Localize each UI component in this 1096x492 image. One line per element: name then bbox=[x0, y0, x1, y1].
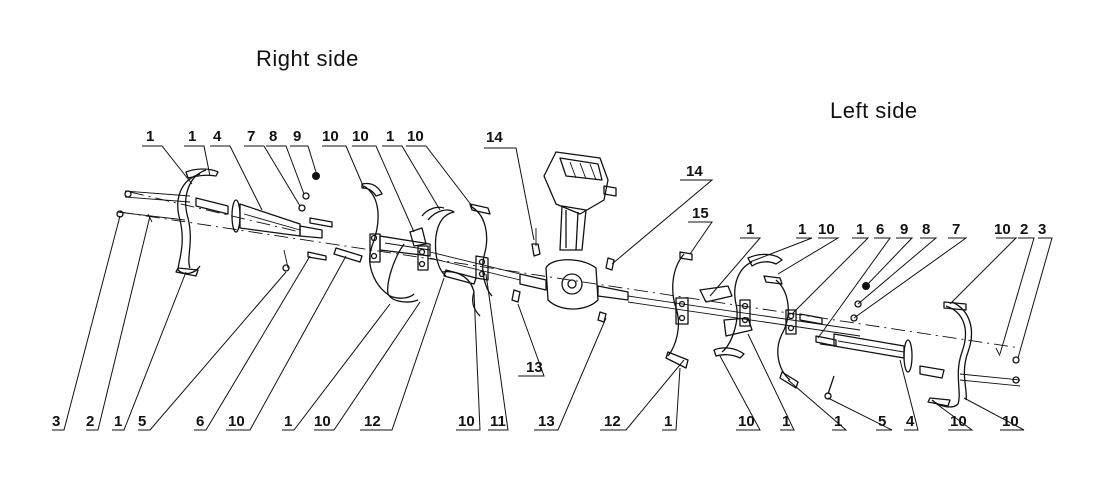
right-tine-assembly bbox=[116, 168, 521, 317]
callout: 1 bbox=[188, 128, 196, 145]
right-lock-pins bbox=[282, 172, 333, 272]
callout: 10 bbox=[994, 221, 1011, 238]
right-outer-tines bbox=[175, 168, 229, 277]
right-middle-tines bbox=[333, 182, 455, 303]
left-outer-tube bbox=[819, 333, 913, 373]
callout: 1 bbox=[782, 413, 790, 430]
callout: 1 bbox=[114, 413, 122, 430]
leader-lines bbox=[52, 145, 1053, 431]
callout: 1 bbox=[856, 221, 864, 238]
callout: 11 bbox=[490, 413, 506, 430]
callout: 10 bbox=[1002, 413, 1019, 430]
shaft-centerline bbox=[119, 191, 1021, 349]
callout: 10 bbox=[352, 128, 369, 145]
callout: 8 bbox=[922, 221, 930, 238]
callout: 6 bbox=[196, 413, 204, 430]
callout-numbers-top-right-side: 1 1 4 7 8 9 10 10 1 10 14 bbox=[146, 128, 503, 146]
callout: 2 bbox=[1020, 221, 1028, 238]
callout: 3 bbox=[1038, 221, 1046, 238]
callout: 14 bbox=[686, 163, 703, 180]
right-outer-tube bbox=[231, 199, 323, 239]
callout: 4 bbox=[906, 413, 915, 430]
callout: 7 bbox=[952, 221, 960, 238]
callout: 10 bbox=[950, 413, 967, 430]
callout: 1 bbox=[284, 413, 292, 430]
callout: 4 bbox=[213, 128, 222, 145]
callout: 1 bbox=[386, 128, 394, 145]
callout: 1 bbox=[146, 128, 154, 145]
callout: 7 bbox=[247, 128, 255, 145]
callout: 10 bbox=[738, 413, 755, 430]
callout: 10 bbox=[407, 128, 424, 145]
callout: 10 bbox=[228, 413, 245, 430]
callout: 8 bbox=[269, 128, 277, 145]
left-lock-pins bbox=[815, 282, 870, 400]
right-inner-tines bbox=[429, 203, 521, 317]
callout: 1 bbox=[664, 413, 672, 430]
callout: 10 bbox=[458, 413, 475, 430]
callout: 1 bbox=[834, 413, 842, 430]
left-end-bolts bbox=[959, 347, 1021, 387]
callout-numbers-bottom-right-side: 3 2 1 5 6 10 1 10 12 10 11 13 bbox=[52, 413, 555, 430]
callout: 9 bbox=[900, 221, 908, 238]
callout: 10 bbox=[314, 413, 331, 430]
callout: 12 bbox=[364, 413, 381, 430]
callout: 5 bbox=[878, 413, 886, 430]
callout: 12 bbox=[604, 413, 621, 430]
left-middle-tines bbox=[713, 253, 823, 389]
callout: 6 bbox=[876, 221, 884, 238]
left-inner-tines bbox=[627, 251, 861, 369]
left-side-heading: Left side bbox=[830, 98, 918, 123]
right-side-heading: Right side bbox=[256, 46, 359, 71]
callout: 10 bbox=[818, 221, 835, 238]
callout: 2 bbox=[86, 413, 94, 430]
right-end-bolts bbox=[116, 190, 191, 223]
callout: 15 bbox=[692, 205, 709, 222]
callout-numbers-gearbox: 13 bbox=[526, 359, 543, 376]
left-outer-tines bbox=[919, 301, 973, 408]
callout: 5 bbox=[138, 413, 146, 430]
callout: 1 bbox=[798, 221, 806, 238]
callout: 13 bbox=[526, 359, 543, 376]
left-tine-assembly bbox=[627, 251, 1021, 408]
callout: 14 bbox=[486, 129, 503, 146]
callout: 9 bbox=[293, 128, 301, 145]
callout: 13 bbox=[538, 413, 555, 430]
callout: 10 bbox=[322, 128, 339, 145]
gearbox bbox=[511, 151, 629, 323]
callout-numbers-top-left-side: 14 15 1 1 10 1 6 9 8 7 10 2 3 bbox=[686, 163, 1046, 238]
callout-numbers-bottom-left-side: 12 1 10 1 1 5 4 10 10 bbox=[604, 413, 1019, 430]
callout: 1 bbox=[746, 221, 754, 238]
callout: 3 bbox=[52, 413, 60, 430]
